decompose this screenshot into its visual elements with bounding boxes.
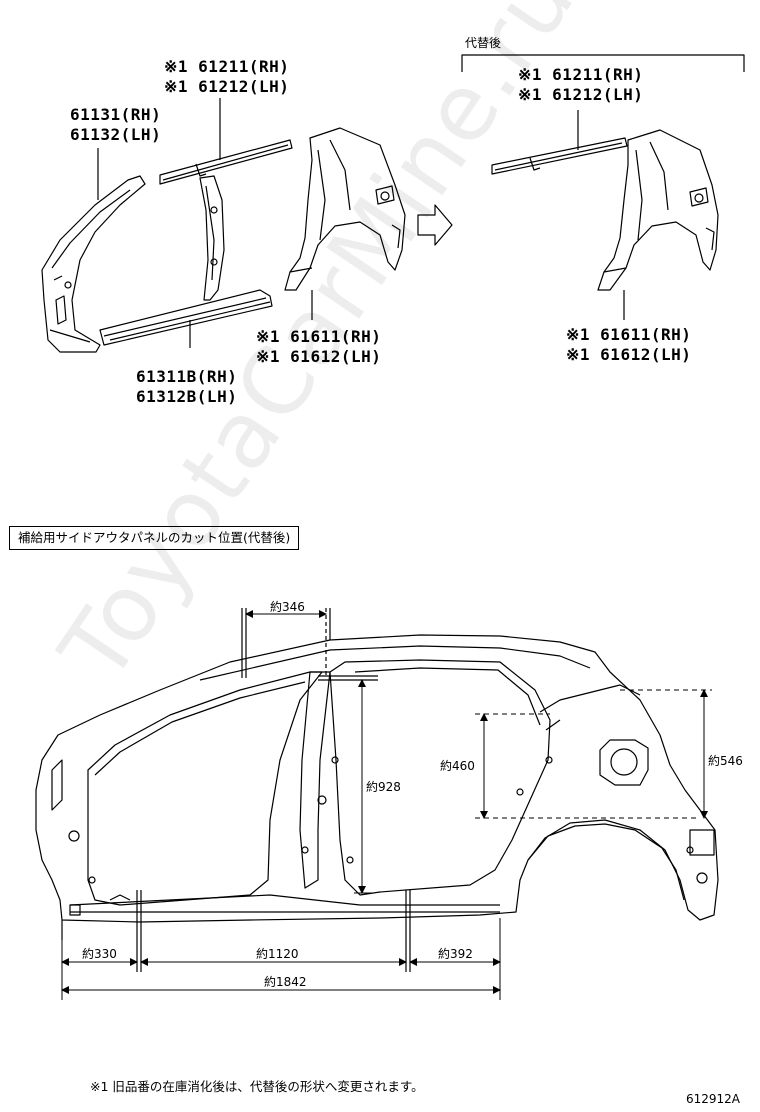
replacement-arrow: [417, 204, 453, 246]
roof-rail-part-right: [491, 137, 628, 175]
quarter-panel-right: [597, 129, 719, 291]
part-label-quarter-lh-new: ※1 61612(LH): [566, 345, 692, 364]
part-label-rocker-lh: 61312B(LH): [136, 387, 238, 406]
dimension-1842: 約1842: [264, 975, 307, 989]
dimension-460: 約460: [440, 759, 475, 773]
dimension-330: 約330: [82, 947, 117, 961]
dimension-346: 約346: [270, 600, 305, 614]
part-label-roof-rail-rh-new: ※1 61211(RH): [518, 65, 644, 84]
footnote: ※1 旧品番の在庫消化後は、代替後の形状へ変更されます。: [90, 1079, 424, 1094]
dimension-546: 約546: [708, 754, 743, 768]
figure-code: 612912A: [686, 1092, 741, 1106]
dimension-928: 約928: [366, 780, 401, 794]
top-parts-illustration: [41, 54, 745, 353]
part-label-roof-rail-rh: ※1 61211(RH): [164, 57, 290, 76]
section-title: 補給用サイドアウタパネルのカット位置(代替後): [9, 526, 300, 550]
part-label-roof-rail-lh-new: ※1 61212(LH): [518, 85, 644, 104]
quarter-panel-left: [284, 127, 406, 291]
a-pillar-part: [41, 175, 146, 353]
roof-rail-part: [159, 139, 293, 185]
dimension-392: 約392: [438, 947, 473, 961]
part-label-rocker-rh: 61311B(RH): [136, 367, 238, 386]
part-label-quarter-rh: ※1 61611(RH): [256, 327, 382, 346]
part-label-a-pillar-rh: 61131(RH): [70, 105, 162, 124]
part-label-a-pillar-lh: 61132(LH): [70, 125, 162, 144]
replacement-heading: 代替後: [465, 36, 502, 50]
part-label-quarter-lh: ※1 61612(LH): [256, 347, 382, 366]
part-label-roof-rail-lh: ※1 61212(LH): [164, 77, 290, 96]
part-label-quarter-rh-new: ※1 61611(RH): [566, 325, 692, 344]
dimension-1120: 約1120: [256, 947, 299, 961]
